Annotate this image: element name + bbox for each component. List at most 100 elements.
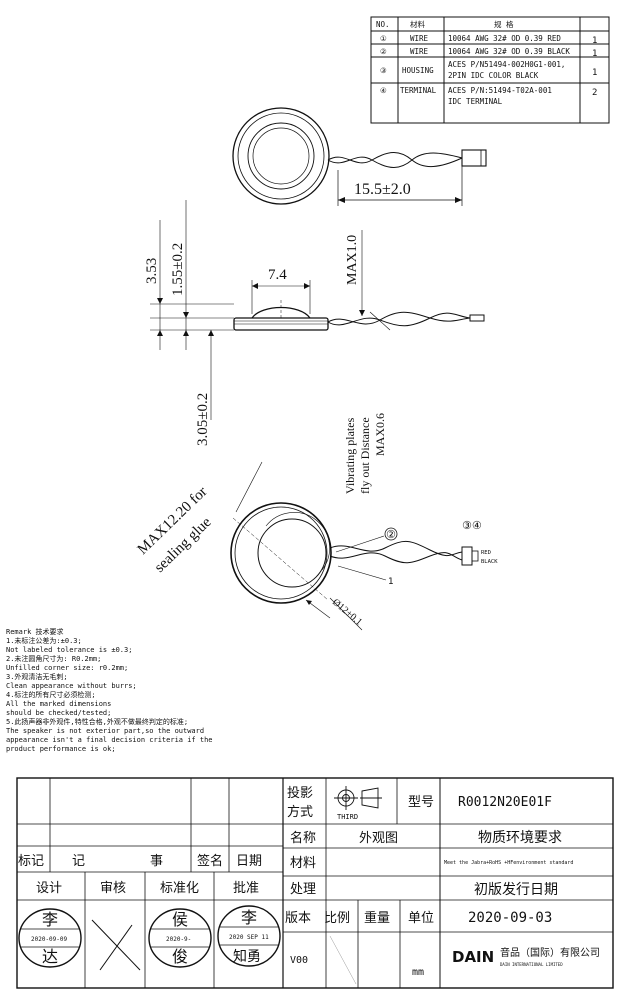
tb-weight-label: 重量 — [364, 910, 390, 926]
remark-line-1: 1.未标注公差为:±0.3; — [6, 636, 82, 645]
remark-line-0: Remark 技术要求 — [6, 627, 64, 636]
bom-row2-no: ② — [380, 47, 387, 56]
tb-name-value: 外观图 — [359, 831, 398, 846]
vibrating-note: Vibrating plates fly out Distance MAX0.6 — [343, 413, 387, 494]
remark-line-12: appearance isn't a final decision criter… — [6, 736, 213, 744]
remark-line-2: Not labeled tolerance is ±0.3; — [6, 646, 132, 654]
stamp-standardizer — [148, 908, 212, 968]
bom-row1-material: WIRE — [410, 34, 429, 43]
tb-projection-label-1: 投影 — [287, 785, 313, 801]
remark-line-4: Unfilled corner size: r0.2mm; — [6, 664, 128, 672]
bom-header-material: 材料 — [410, 19, 425, 29]
remark-line-9: should be checked/tested; — [6, 709, 111, 717]
wire-red-label: RED — [481, 550, 491, 556]
dim-height-lower: 3.05±0.2 — [195, 393, 211, 446]
bom-table — [370, 16, 610, 124]
tb-header-matter: 事 — [150, 854, 163, 869]
speaker-top-view — [232, 107, 487, 206]
remark-line-11: The speaker is not exterior part,so the … — [6, 727, 204, 735]
tb-model-value: R0012N20E01F — [458, 795, 552, 810]
tb-sign-standard: 标准化 — [160, 881, 199, 896]
dim-max-cone: MAX1.0 — [345, 235, 360, 285]
stamp-designer-bottom: 达 — [42, 948, 58, 966]
bom-row4-no: ④ — [380, 86, 387, 95]
stamp-standardizer-date: 2020-9- — [166, 936, 191, 943]
glue-note: MAX12.20 for sealing glue — [135, 484, 215, 576]
tb-release-label: 初版发行日期 — [474, 881, 558, 898]
stamp-designer-top: 李 — [42, 911, 58, 929]
bom-row3-spec-2: 2PIN IDC COLOR BLACK — [448, 71, 539, 80]
bom-row4-spec-2: IDC TERMINAL — [448, 97, 503, 106]
remark-line-13: product performance is ok; — [6, 745, 116, 753]
tb-sign-approve: 批准 — [233, 881, 259, 896]
remark-line-8: All the marked dimensions — [6, 700, 111, 708]
tb-version-value: V00 — [290, 955, 308, 966]
bom-row2-spec: 10064 AWG 32# OD 0.39 BLACK — [448, 47, 570, 56]
company-logo: DAIN 音品（国际）有限公司 DAIN INTERNATIONAL LIMIT… — [452, 946, 600, 967]
tb-header-mark: 标记 — [18, 854, 44, 869]
title-block — [16, 777, 614, 989]
bom-row3-no: ③ — [380, 66, 387, 75]
tb-scale-label: 比例 — [324, 911, 350, 926]
tb-unit-value: mm — [412, 967, 424, 978]
bom-row3-spec-1: ACES P/N51494-002H0G1-001, — [448, 60, 565, 69]
bom-header-spec: 规 格 — [494, 19, 514, 29]
vibrating-note-line3: MAX0.6 — [373, 413, 387, 456]
vibrating-note-line2: fly out Distance — [358, 417, 372, 494]
bom-row1-spec: 10064 AWG 32# OD 0.39 RED — [448, 34, 561, 43]
tb-process-label: 处理 — [290, 882, 316, 897]
tb-header-date: 日期 — [236, 854, 262, 869]
stamp-standardizer-top: 侯 — [172, 911, 188, 929]
vibrating-note-line1: Vibrating plates — [343, 417, 357, 494]
stamp-approver — [217, 905, 281, 967]
bom-header-no: NO. — [376, 20, 390, 29]
wire-black-label: BLACK — [481, 559, 498, 565]
remark-line-10: 5.此扬声器非外观件,特性合格,外观不做最终判定的标准; — [6, 717, 188, 726]
company-name: 音品（国际）有限公司 — [500, 946, 600, 959]
callout-2: ② — [386, 528, 396, 541]
tb-release-date: 2020-09-03 — [468, 910, 552, 926]
bom-row3-material: HOUSING — [402, 66, 434, 75]
tb-projection-sub: THIRD — [337, 813, 358, 821]
remark-line-5: 3.外观清洁无毛刺; — [6, 672, 68, 681]
dim-height-total: 3.53 — [144, 258, 160, 284]
callout-1: 1 — [388, 577, 394, 587]
bom-row4-spec-1: ACES P/N:51494-T02A-001 — [448, 86, 552, 95]
bom-row2-material: WIRE — [410, 47, 429, 56]
tb-model-label: 型号 — [408, 795, 434, 810]
stamp-approver-date: 2020 SEP 11 — [229, 934, 269, 941]
tb-env-title: 物质环境要求 — [478, 830, 562, 846]
speaker-bottom-view — [230, 461, 479, 631]
stamp-approver-bottom: 知勇 — [233, 948, 261, 965]
company-logo-text: DAIN — [452, 948, 494, 966]
stamp-approver-top: 李 — [241, 909, 257, 927]
remark-line-6: Clean appearance without burrs; — [6, 682, 137, 690]
tb-material-label: 材料 — [290, 856, 316, 871]
tb-env-text: Meet the Jabra+RoHS +HFenvironment stand… — [444, 860, 573, 866]
dim-diameter: Ø12±0.1 — [330, 597, 364, 628]
tb-projection-label-2: 方式 — [287, 804, 313, 820]
bom-row3-qty: 1 — [592, 68, 597, 78]
tb-unit-label: 单位 — [408, 911, 434, 926]
company-sub: DAIN INTERNATIONAL LIMITED — [500, 962, 563, 967]
callout-3-4: ③④ — [462, 519, 482, 532]
bom-row1-no: ① — [380, 34, 387, 43]
stamp-standardizer-bottom: 俊 — [172, 948, 188, 966]
bom-row2-qty: 1 — [592, 49, 597, 59]
bom-row4-qty: 2 — [592, 88, 597, 98]
dim-dome-width: 7.4 — [268, 267, 287, 283]
tb-version-label: 版本 — [285, 911, 311, 926]
bom-row1-qty: 1 — [592, 36, 597, 46]
tb-sign-design: 设计 — [36, 881, 62, 896]
third-angle-projection-icon — [334, 786, 382, 810]
stamp-designer — [18, 908, 82, 968]
bom-row4-material: TERMINAL — [400, 86, 437, 95]
stamp-designer-date: 2020-09-09 — [31, 936, 68, 943]
tb-name-label: 名称 — [290, 830, 316, 846]
dim-wire-length: 15.5±2.0 — [354, 181, 411, 198]
remarks: Remark 技术要求 1.未标注公差为:±0.3; Not labeled t… — [6, 627, 213, 753]
dim-height-upper: 1.55±0.2 — [170, 243, 186, 296]
speaker-side-view — [150, 200, 485, 420]
remark-line-3: 2.未注圆角尺寸为: R0.2mm; — [6, 654, 101, 663]
